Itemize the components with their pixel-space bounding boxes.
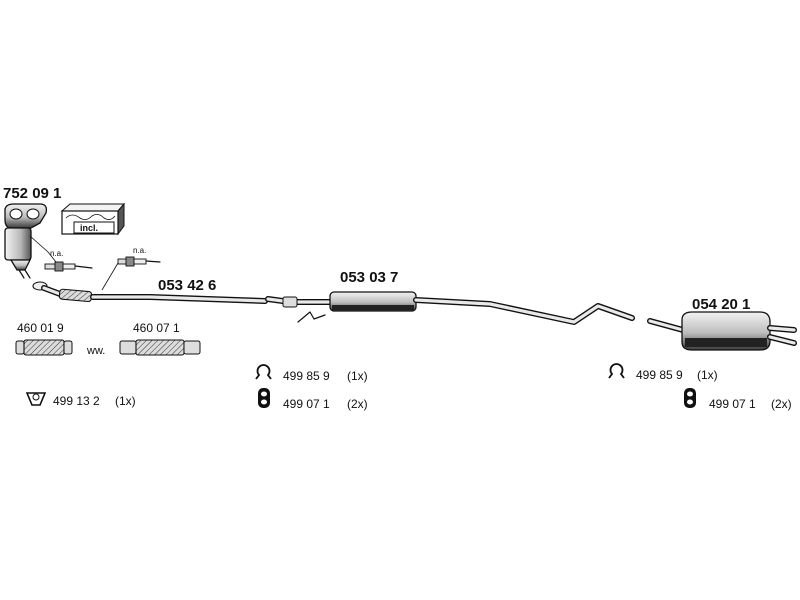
flex-pipe-2: 460 07 1: [119, 321, 201, 356]
flex-pipe-2-braid: [135, 339, 185, 356]
box-contents-gaskets: [65, 214, 116, 220]
middle-clamp-quantity: (1x): [347, 369, 368, 383]
manifold-port-left: [9, 208, 23, 220]
front-pipe: 053 42 6: [32, 277, 268, 304]
lambda-sensor-2-leader: [101, 262, 119, 291]
lambda-sensor-2-wire: [145, 260, 161, 263]
front-gasket-part-number: 499 13 2: [53, 394, 100, 408]
included-label: incl.: [80, 223, 98, 233]
rear-silencer: 054 20 1: [647, 296, 797, 351]
fitting-middle-clamp: 499 85 9 (1x): [255, 364, 368, 383]
flex-pipe-1: 460 01 9: [15, 321, 73, 356]
rear-silencer-part-number: 054 20 1: [692, 296, 750, 313]
rear-clamp-part-number: 499 85 9: [636, 368, 683, 382]
flex-pipe-2-end-left: [119, 340, 137, 355]
lambda-sensor-1-leader: [29, 235, 57, 263]
converter-body: [4, 227, 32, 261]
included-parts-box: incl.: [60, 202, 126, 236]
front-pipe-flex-section: [58, 288, 93, 303]
lambda-sensor-2: n.a.: [101, 246, 161, 291]
middle-silencer-hanger: [297, 311, 326, 323]
rubber-mount-icon-hole-top: [261, 391, 267, 397]
box-top: [60, 203, 126, 212]
rubber-mount-icon-hole-bottom: [261, 399, 267, 405]
clamp-icon: [608, 363, 625, 379]
rubber-mount-icon: [258, 388, 270, 408]
fitting-front-gasket: 499 13 2 (1x): [25, 392, 136, 408]
middle-silencer-shadow-band: [332, 305, 414, 310]
rubber-mount-icon: [684, 388, 696, 408]
converter-outlet-pipe: [18, 269, 31, 279]
lambda-sensor-2-note: n.a.: [133, 246, 146, 255]
rear-mount-quantity: (2x): [771, 397, 792, 411]
middle-silencer-part-number: 053 03 7: [340, 269, 398, 286]
middle-mount-quantity: (2x): [347, 397, 368, 411]
fitting-rear-clamp: 499 85 9 (1x): [608, 363, 718, 382]
lambda-sensor-2-tip: [117, 258, 127, 265]
lambda-sensor-1-hex: [54, 261, 64, 272]
middle-silencer: 053 03 7: [265, 269, 635, 325]
lambda-sensor-1-tip: [44, 263, 56, 270]
catalytic-converter-part-number: 752 09 1: [3, 185, 61, 202]
rear-silencer-shadow-band: [685, 338, 767, 347]
flex-pipe-1-part-number: 460 01 9: [17, 321, 64, 335]
catalytic-converter: 752 09 1: [3, 185, 61, 279]
rubber-mount-icon-hole-bottom: [687, 399, 693, 405]
rubber-mount-icon-hole-top: [687, 391, 693, 397]
converter-outlet-neck: [9, 259, 32, 271]
lambda-sensor-2-hex: [125, 256, 135, 267]
gasket-icon-hole: [32, 393, 40, 401]
flex-pipe-1-braid: [23, 339, 65, 356]
clamp-icon: [255, 364, 272, 380]
lambda-sensor-1-body: [62, 263, 76, 270]
fitting-middle-mount: 499 07 1 (2x): [258, 388, 368, 411]
front-gasket-quantity: (1x): [115, 394, 136, 408]
fitting-rear-mount: 499 07 1 (2x): [684, 388, 792, 411]
manifold-port-right: [26, 208, 40, 220]
middle-silencer-inlet-sleeve: [282, 296, 298, 308]
lambda-sensor-1-wire: [74, 265, 93, 269]
flex-pipe-1-end-right: [63, 340, 73, 355]
flex-pipe-2-end-right: [183, 340, 201, 355]
included-label-box: [73, 221, 115, 234]
lambda-sensor-1-note: n.a.: [50, 249, 63, 258]
lambda-sensor-2-body: [133, 258, 147, 265]
front-pipe-part-number: 053 42 6: [158, 277, 216, 294]
flex-pipe-1-end-left: [15, 340, 25, 355]
rear-mount-part-number: 499 07 1: [709, 397, 756, 411]
flex-pipe-2-part-number: 460 07 1: [133, 321, 180, 335]
flex-pipe-separator: ww.: [86, 345, 105, 357]
middle-mount-part-number: 499 07 1: [283, 397, 330, 411]
lambda-sensor-1: n.a.: [29, 235, 93, 272]
middle-clamp-part-number: 499 85 9: [283, 369, 330, 383]
rear-clamp-quantity: (1x): [697, 368, 718, 382]
